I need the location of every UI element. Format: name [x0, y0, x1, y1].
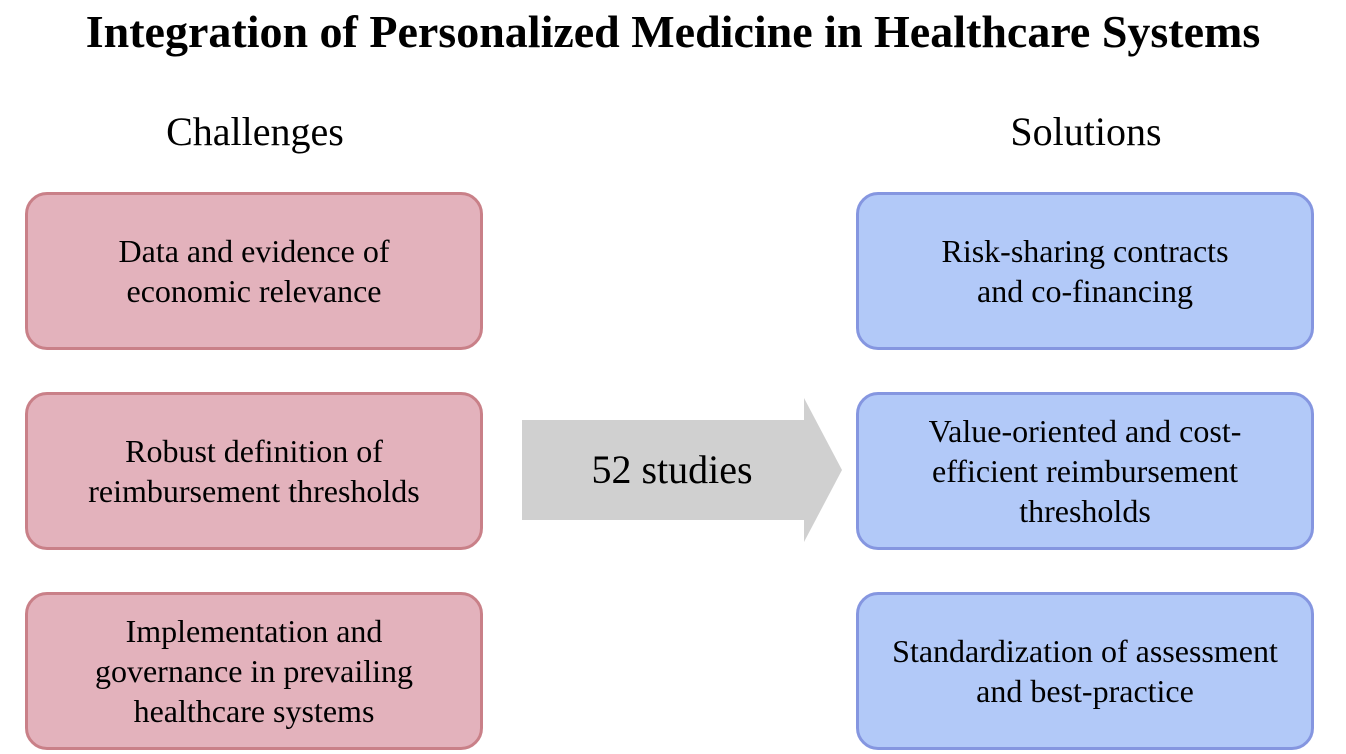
challenge-text-3: Implementation and governance in prevail…: [94, 613, 414, 729]
studies-arrow: 52 studies: [522, 398, 842, 542]
arrow-label: 52 studies: [591, 447, 753, 492]
challenge-box-3: Implementation and governance in prevail…: [25, 592, 483, 750]
challenge-box-2: Robust definition of reimbursement thres…: [25, 392, 483, 550]
challenge-text-2: Robust definition of reimbursement thres…: [88, 433, 420, 509]
challenge-text-1: Data and evidence of economic relevance: [118, 233, 390, 309]
solution-text-2: Value-oriented and cost- efficient reimb…: [928, 413, 1242, 529]
solutions-heading: Solutions: [1010, 109, 1162, 154]
solution-box-3: Standardization of assessment and best-p…: [856, 592, 1314, 750]
page-title: Integration of Personalized Medicine in …: [85, 6, 1261, 57]
challenges-heading: Challenges: [166, 109, 344, 154]
solution-box-2: Value-oriented and cost- efficient reimb…: [856, 392, 1314, 550]
arrow-shape: [522, 398, 842, 542]
solution-box-1: Risk-sharing contracts and co-financing: [856, 192, 1314, 350]
arrow-polygon: [522, 398, 842, 542]
solution-text-1: Risk-sharing contracts and co-financing: [941, 233, 1229, 309]
challenge-box-1: Data and evidence of economic relevance: [25, 192, 483, 350]
solution-text-3: Standardization of assessment and best-p…: [892, 633, 1278, 709]
